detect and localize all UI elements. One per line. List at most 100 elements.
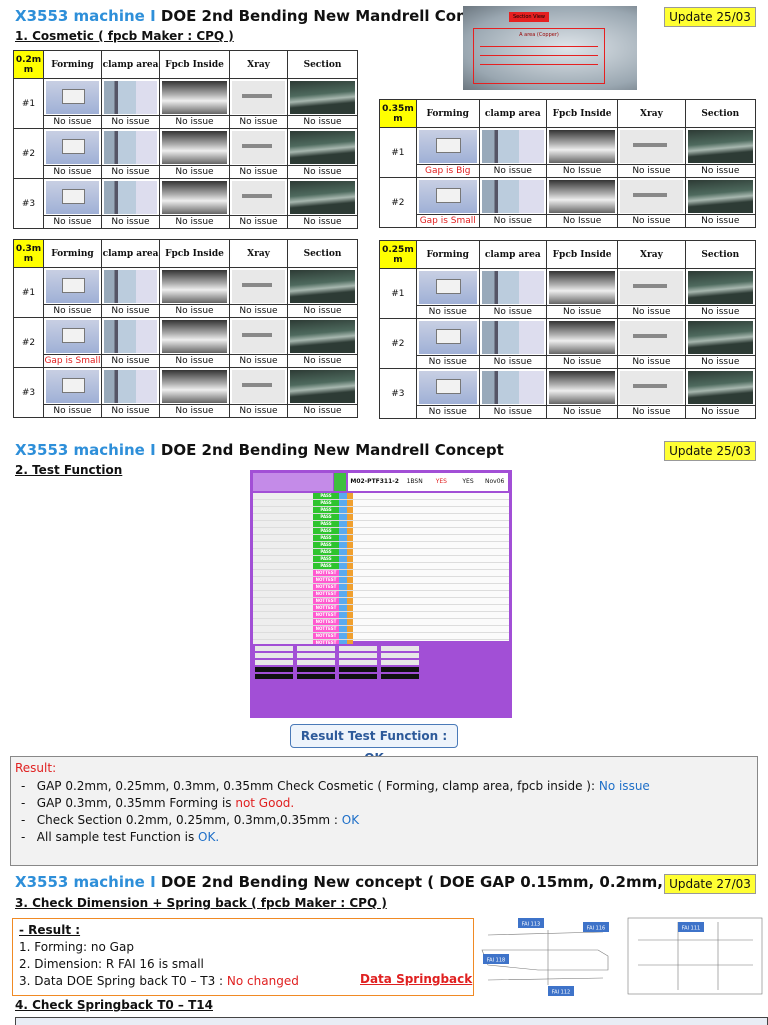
xray-photo [231, 180, 286, 214]
row-number: #1 [379, 127, 417, 178]
caption: No issue [159, 304, 230, 318]
section-view-label: Section View [509, 12, 549, 22]
grid-row: PASS [253, 556, 509, 563]
forming-photo [418, 129, 477, 163]
caption: No issue [617, 405, 686, 419]
caption: No issue [43, 165, 102, 179]
col-fpcb: Fpcb Inside [545, 99, 619, 128]
grid-row: PASS [253, 514, 509, 521]
col-clamp: clamp area [478, 99, 547, 128]
caption: No issue [43, 115, 102, 129]
caption: No issue [684, 214, 757, 228]
row-number: #2 [379, 318, 417, 369]
row-number: #3 [379, 368, 417, 419]
data-springback-link[interactable]: Data Springback [360, 972, 473, 986]
caption: No issue [229, 165, 288, 179]
caption: No issue [684, 355, 757, 369]
xray-photo [620, 320, 683, 354]
section-photo [290, 180, 355, 214]
result-line-1: - GAP 0.2mm, 0.25mm, 0.3mm, 0.35mm Check… [21, 779, 650, 793]
caption: No issue [101, 215, 160, 229]
col-forming: Forming [415, 99, 480, 128]
xray-photo [231, 269, 286, 303]
xray-photo [231, 80, 286, 114]
col-fpcb: Fpcb Inside [159, 239, 230, 268]
grid-row: PASS [253, 535, 509, 542]
status-light [334, 473, 346, 491]
caption: No issue [287, 115, 358, 129]
fpcb-photo [162, 369, 227, 403]
fpcb-photo [548, 129, 616, 163]
caption: No issue [545, 405, 619, 419]
fpcb-photo [162, 180, 227, 214]
section-photo [687, 179, 753, 213]
row-number: #1 [379, 268, 417, 319]
caption: No issue [478, 405, 547, 419]
caption: No issue [101, 115, 160, 129]
fai-label: FAI 111 [682, 926, 700, 932]
station-box [253, 473, 333, 491]
top-section-photo: Section View A area (Copper) [463, 6, 637, 90]
caption: No issue [229, 215, 288, 229]
table-gap-0-2mm: 0.2m m Forming clamp area Fpcb Inside Xr… [13, 50, 358, 229]
col-forming: Forming [43, 239, 102, 268]
caption: No issue [43, 304, 102, 318]
clamp-photo [103, 80, 158, 114]
section3-title: X3553 machine I DOE 2nd Bending New conc… [15, 873, 749, 891]
section3-result-heading: - Result : [19, 923, 81, 937]
col-forming: Forming [43, 50, 102, 79]
update-badge-2: Update 25/03 [664, 441, 756, 461]
caption: No issue [478, 164, 547, 178]
caption: No issue [101, 354, 160, 368]
section3-result-1: 1. Forming: no Gap [19, 940, 134, 954]
forming-photo [418, 370, 477, 404]
col-fpcb: Fpcb Inside [159, 50, 230, 79]
result-line-3: - Check Section 0.2mm, 0.25mm, 0.3mm,0.3… [21, 813, 360, 827]
table-gap-0-35mm: 0.35m m Forming clamp area Fpcb Inside X… [379, 99, 757, 228]
grid-row: NOTTEST [253, 570, 509, 577]
grid-row: PASS [253, 521, 509, 528]
col-section: Section [684, 240, 757, 269]
forming-photo [45, 80, 100, 114]
forming-photo [45, 130, 100, 164]
forming-photo [418, 320, 477, 354]
grid-row: PASS [253, 542, 509, 549]
grid-row: NOTTEST [253, 591, 509, 598]
caption: No issue [478, 214, 547, 228]
fpcb-photo [548, 370, 616, 404]
update-badge-1: Update 25/03 [664, 7, 756, 27]
section-photo [687, 320, 753, 354]
fpcb-photo [162, 269, 227, 303]
gap-label: 0.35m m [379, 99, 417, 128]
caption: No issue [229, 304, 288, 318]
grid-row: NOTTEST [253, 619, 509, 626]
caption: No issue [617, 305, 686, 319]
grid-row: NOTTEST [253, 626, 509, 633]
caption: No issue [159, 404, 230, 418]
col-clamp: clamp area [101, 50, 160, 79]
col-xray: Xray [617, 240, 686, 269]
col-xray: Xray [229, 239, 288, 268]
caption-issue: Gap is Big [415, 164, 480, 178]
result-line-2: - GAP 0.3mm, 0.35mm Forming is not Good. [21, 796, 295, 810]
caption-issue: Gap is Small [415, 214, 480, 228]
caption: No issue [229, 115, 288, 129]
grid-row: PASS [253, 493, 509, 500]
caption: No issue [415, 405, 480, 419]
fpcb-photo [162, 319, 227, 353]
update-badge-3: Update 27/03 [664, 874, 756, 894]
caption: No issue [287, 165, 358, 179]
clamp-photo [103, 269, 158, 303]
caption: No issue [684, 164, 757, 178]
col-section: Section [287, 239, 358, 268]
row-number: #2 [379, 177, 417, 228]
xray-photo [231, 369, 286, 403]
area-box: A area (Copper) [473, 28, 605, 84]
col-section: Section [684, 99, 757, 128]
forming-photo [45, 180, 100, 214]
row-number: #2 [13, 128, 44, 179]
caption: No issue [684, 405, 757, 419]
caption: No Issue [545, 164, 619, 178]
fai-label: FAI 112 [552, 990, 570, 996]
caption: No issue [159, 354, 230, 368]
